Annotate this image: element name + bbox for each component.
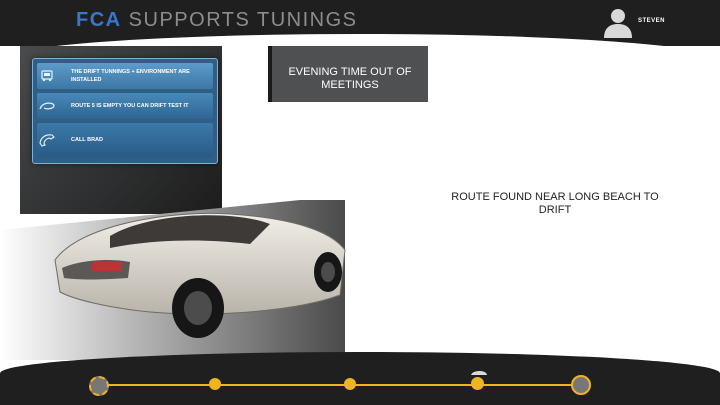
timeline-track (97, 384, 580, 386)
brand-title: FCA SUPPORTS TUNINGS (76, 9, 358, 32)
timeline-step[interactable] (209, 378, 221, 390)
brand-accent: FCA (76, 9, 122, 31)
sports-car-illustration (0, 200, 346, 360)
notification-item[interactable]: THE DRIFT TUNNINGS + ENVIRONMENT ARE INS… (37, 63, 213, 89)
username-label: STEVEN (638, 18, 666, 24)
schedule-note-box (268, 46, 428, 102)
notification-text: ROUTE 5 IS EMPTY YOU CAN DRIFT TEST IT (71, 103, 189, 109)
phone-icon (37, 132, 57, 148)
bottom-bar (0, 352, 720, 405)
brand-rest: SUPPORTS TUNINGS (128, 9, 358, 31)
notification-card: THE DRIFT TUNNINGS + ENVIRONMENT ARE INS… (32, 58, 218, 164)
notification-item[interactable]: ROUTE 5 IS EMPTY YOU CAN DRIFT TEST IT (37, 93, 213, 119)
timeline-step[interactable] (571, 375, 591, 395)
notification-text: THE DRIFT TUNNINGS + ENVIRONMENT ARE INS… (71, 69, 190, 83)
timeline-step[interactable] (89, 376, 109, 396)
mini-car-icon (471, 371, 487, 375)
timeline-step[interactable] (344, 378, 356, 390)
car-icon (37, 68, 57, 84)
timeline-step-current[interactable] (471, 377, 484, 390)
notification-text: CALL BRAD (71, 137, 103, 143)
route-message: ROUTE FOUND NEAR LONG BEACH TO DRIFT (451, 191, 659, 216)
notification-item[interactable]: CALL BRAD (37, 123, 213, 157)
schedule-note: EVENING TIME OUT OF MEETINGS (288, 66, 412, 91)
road-icon (37, 98, 57, 114)
user-silhouette-icon[interactable] (601, 6, 635, 38)
note-accent-bar (268, 46, 272, 102)
